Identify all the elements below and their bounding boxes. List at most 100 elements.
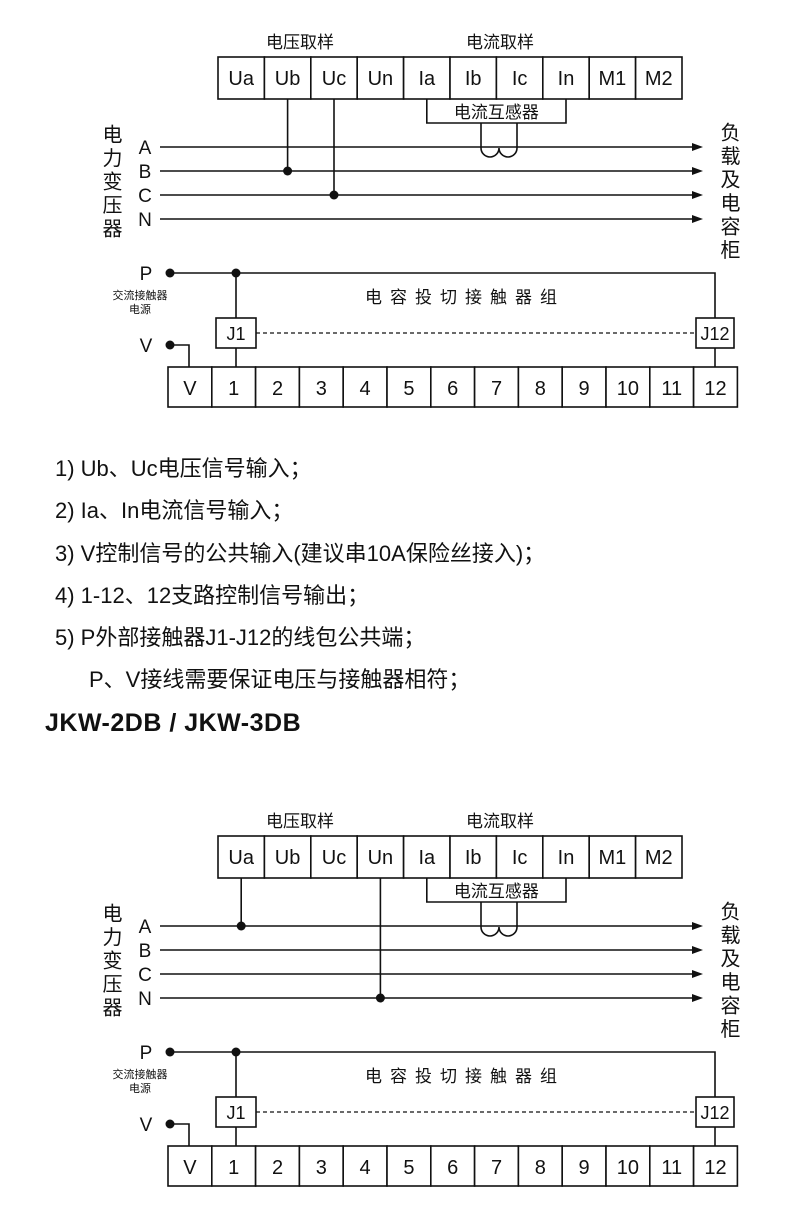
terminal-label: Ub	[275, 847, 301, 869]
output-terminal-cell	[692, 366, 739, 408]
current-transformer-coil	[480, 902, 518, 937]
supply-label: 电源	[129, 302, 151, 316]
note-5: 5) P外部接触器J1-J12的线包公共端；	[55, 625, 426, 651]
phase-label-c: C	[138, 965, 152, 986]
ct-label: 电流互感器	[454, 882, 539, 901]
terminal-cell	[449, 835, 498, 879]
output-terminal-cell	[561, 1145, 607, 1187]
arrow-icon	[692, 143, 703, 151]
output-terminal-label: 7	[491, 378, 502, 400]
junction-dot	[283, 166, 293, 176]
terminal-cell	[449, 56, 498, 100]
load-label: 负载及电容柜	[717, 122, 739, 263]
terminal-cell	[217, 56, 266, 100]
output-terminal-label: 9	[579, 378, 590, 400]
output-terminal-cell	[386, 1145, 432, 1187]
arrow-icon	[692, 167, 703, 175]
junction-dot	[329, 190, 339, 200]
source-label: 电力变压器	[99, 124, 121, 242]
p-bus-wire	[170, 1051, 716, 1097]
v-wire	[170, 344, 190, 367]
terminal-label: Uc	[322, 847, 346, 869]
terminal-label: Un	[368, 847, 394, 869]
output-terminal-cell	[386, 366, 432, 408]
p-bus-wire	[170, 272, 716, 318]
output-terminal-label: V	[183, 378, 197, 400]
terminal-cell	[541, 835, 590, 879]
output-terminal-cell	[167, 366, 213, 408]
note-1: 1) Ub、Uc电压信号输入；	[55, 456, 312, 481]
contactor-j12-label: J12	[700, 324, 729, 344]
contactor-j12-box	[695, 1096, 735, 1128]
terminal-label: M1	[599, 68, 627, 90]
terminal-label: Ub	[275, 68, 301, 90]
terminal-label: Uc	[322, 68, 346, 90]
output-terminal-label: 11	[661, 378, 682, 400]
supply-label: 交流接触器	[113, 288, 168, 302]
output-terminal-cell	[692, 1145, 739, 1187]
terminal-cell	[634, 835, 683, 879]
output-terminal-label: 1	[228, 378, 239, 400]
terminal-label: Un	[368, 68, 394, 90]
contactor-group-label: 电容投切接触器组	[365, 288, 565, 307]
terminal-label: Ia	[418, 68, 436, 90]
contactor-j1-box	[215, 1096, 257, 1128]
arrow-icon	[692, 946, 703, 954]
output-terminal-label: 9	[579, 1157, 590, 1179]
output-terminal-cell	[605, 366, 651, 408]
terminal-label: In	[558, 847, 575, 869]
phase-label-c: C	[138, 186, 152, 207]
contactor-group-label: 电容投切接触器组	[365, 1067, 565, 1086]
terminal-label: M2	[645, 847, 673, 869]
current-sampling-label: 电流取样	[466, 33, 534, 52]
output-terminal-cell	[298, 366, 344, 408]
output-terminal-label: 5	[403, 378, 414, 400]
contactor-j1-label: J1	[226, 1103, 245, 1123]
contactor-j12-label: J12	[700, 1103, 729, 1123]
junction-dot	[236, 921, 246, 931]
arrow-icon	[692, 970, 703, 978]
terminal-label: Ib	[465, 68, 482, 90]
output-terminal-label: V	[183, 1157, 197, 1179]
voltage-sampling-label: 电压取样	[266, 812, 334, 831]
terminal-cell	[217, 835, 266, 879]
output-terminal-label: 1	[228, 1157, 239, 1179]
current-sampling-label: 电流取样	[466, 812, 534, 831]
supply-label: 电源	[129, 1081, 151, 1095]
terminal-label: Ic	[512, 847, 528, 869]
terminal-cell	[309, 56, 358, 100]
output-terminal-cell	[342, 1145, 388, 1187]
output-terminal-label: 6	[447, 1157, 458, 1179]
load-label: 负载及电容柜	[717, 901, 739, 1042]
terminal-label: In	[558, 68, 575, 90]
output-terminal-cell	[167, 1145, 213, 1187]
phase-label-n: N	[138, 989, 152, 1010]
contactor-j1-label: J1	[226, 324, 245, 344]
terminal-cell	[402, 835, 451, 879]
p-label: P	[140, 264, 153, 285]
model-title: JKW-2DB / JKW-3DB	[45, 709, 302, 737]
terminal-cell	[402, 56, 451, 100]
note-6: P、V接线需要保证电压与接触器相符；	[89, 667, 471, 693]
ct-label: 电流互感器	[454, 103, 539, 122]
ct-bracket	[426, 878, 567, 903]
v-label: V	[140, 336, 153, 357]
output-terminal-label: 12	[704, 378, 726, 400]
output-terminal-cell	[254, 1145, 301, 1187]
junction-dot	[375, 993, 385, 1003]
terminal-label: Ia	[418, 847, 436, 869]
phase-label-a: A	[139, 917, 152, 938]
output-terminal-label: 6	[447, 378, 458, 400]
terminal-label: Ic	[512, 68, 528, 90]
voltage-sampling-label: 电压取样	[266, 33, 334, 52]
output-terminal-label: 11	[661, 1157, 682, 1179]
output-terminal-cell	[473, 1145, 520, 1187]
output-terminal-cell	[211, 366, 257, 408]
output-terminal-label: 5	[403, 1157, 414, 1179]
arrow-icon	[692, 215, 703, 223]
terminal-label: M1	[599, 847, 627, 869]
output-terminal-label: 8	[535, 378, 546, 400]
